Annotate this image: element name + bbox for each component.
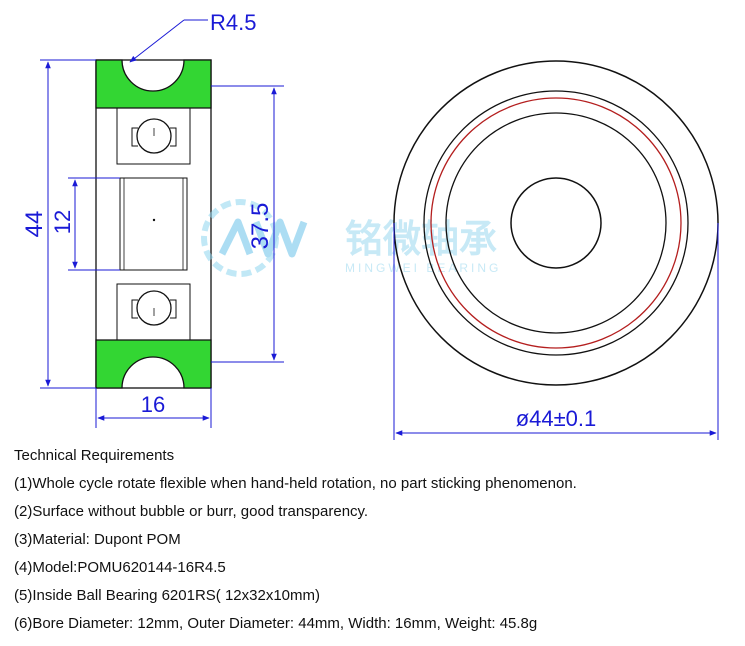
label-outer-height: 44 — [21, 211, 48, 238]
bearing-circle — [445, 112, 667, 334]
groove-circle-red — [430, 97, 682, 349]
watermark-name-cn: 铭微轴承 — [345, 217, 497, 261]
requirement-item-4: (4)Model:POMU620144-16R4.5 — [14, 559, 226, 576]
groove-circle-outer — [423, 90, 689, 356]
requirement-item-5: (5)Inside Ball Bearing 6201RS( 12x32x10m… — [14, 587, 320, 604]
dimension-groove-diameter: 37.5 — [211, 85, 284, 363]
dimension-groove-radius: R4.5 — [129, 10, 256, 63]
dimension-bore: 12 — [50, 177, 120, 271]
section-view — [95, 59, 212, 389]
label-groove-radius: R4.5 — [210, 10, 256, 35]
tire-section-bottom — [95, 339, 212, 389]
tire-section-top — [95, 59, 212, 109]
requirement-item-2: (2)Surface without bubble or burr, good … — [14, 503, 369, 520]
bearing-ball-top — [131, 118, 177, 154]
requirement-item-6: (6)Bore Diameter: 12mm, Outer Diameter: … — [14, 615, 538, 632]
requirements-title: Technical Requirements — [14, 447, 175, 464]
dimension-width: 16 — [95, 388, 212, 428]
requirement-item-1: (1)Whole cycle rotate flexible when hand… — [14, 475, 577, 492]
requirement-item-3: (3)Material: Dupont POM — [14, 531, 181, 548]
technical-drawing: 铭微轴承 MINGWEI BEARING R4.5 44 12 37.5 16 — [21, 10, 719, 440]
watermark: 铭微轴承 MINGWEI BEARING — [201, 199, 501, 277]
label-groove-diameter: 37.5 — [247, 203, 274, 250]
bore-circle — [510, 177, 602, 269]
dimension-outer-diameter: ø44±0.1 — [393, 223, 719, 440]
wheel-body-outline — [95, 59, 212, 389]
technical-requirements: Technical Requirements (1)Whole cycle ro… — [14, 442, 734, 638]
label-width: 16 — [141, 392, 165, 417]
bearing-ball-bottom — [131, 290, 177, 326]
label-outer-diameter: ø44±0.1 — [516, 406, 597, 431]
dimension-outer-height: 44 — [21, 59, 96, 389]
label-bore: 12 — [50, 210, 75, 234]
bearing-inner-ring — [119, 177, 188, 271]
watermark-name-en: MINGWEI BEARING — [345, 261, 501, 275]
